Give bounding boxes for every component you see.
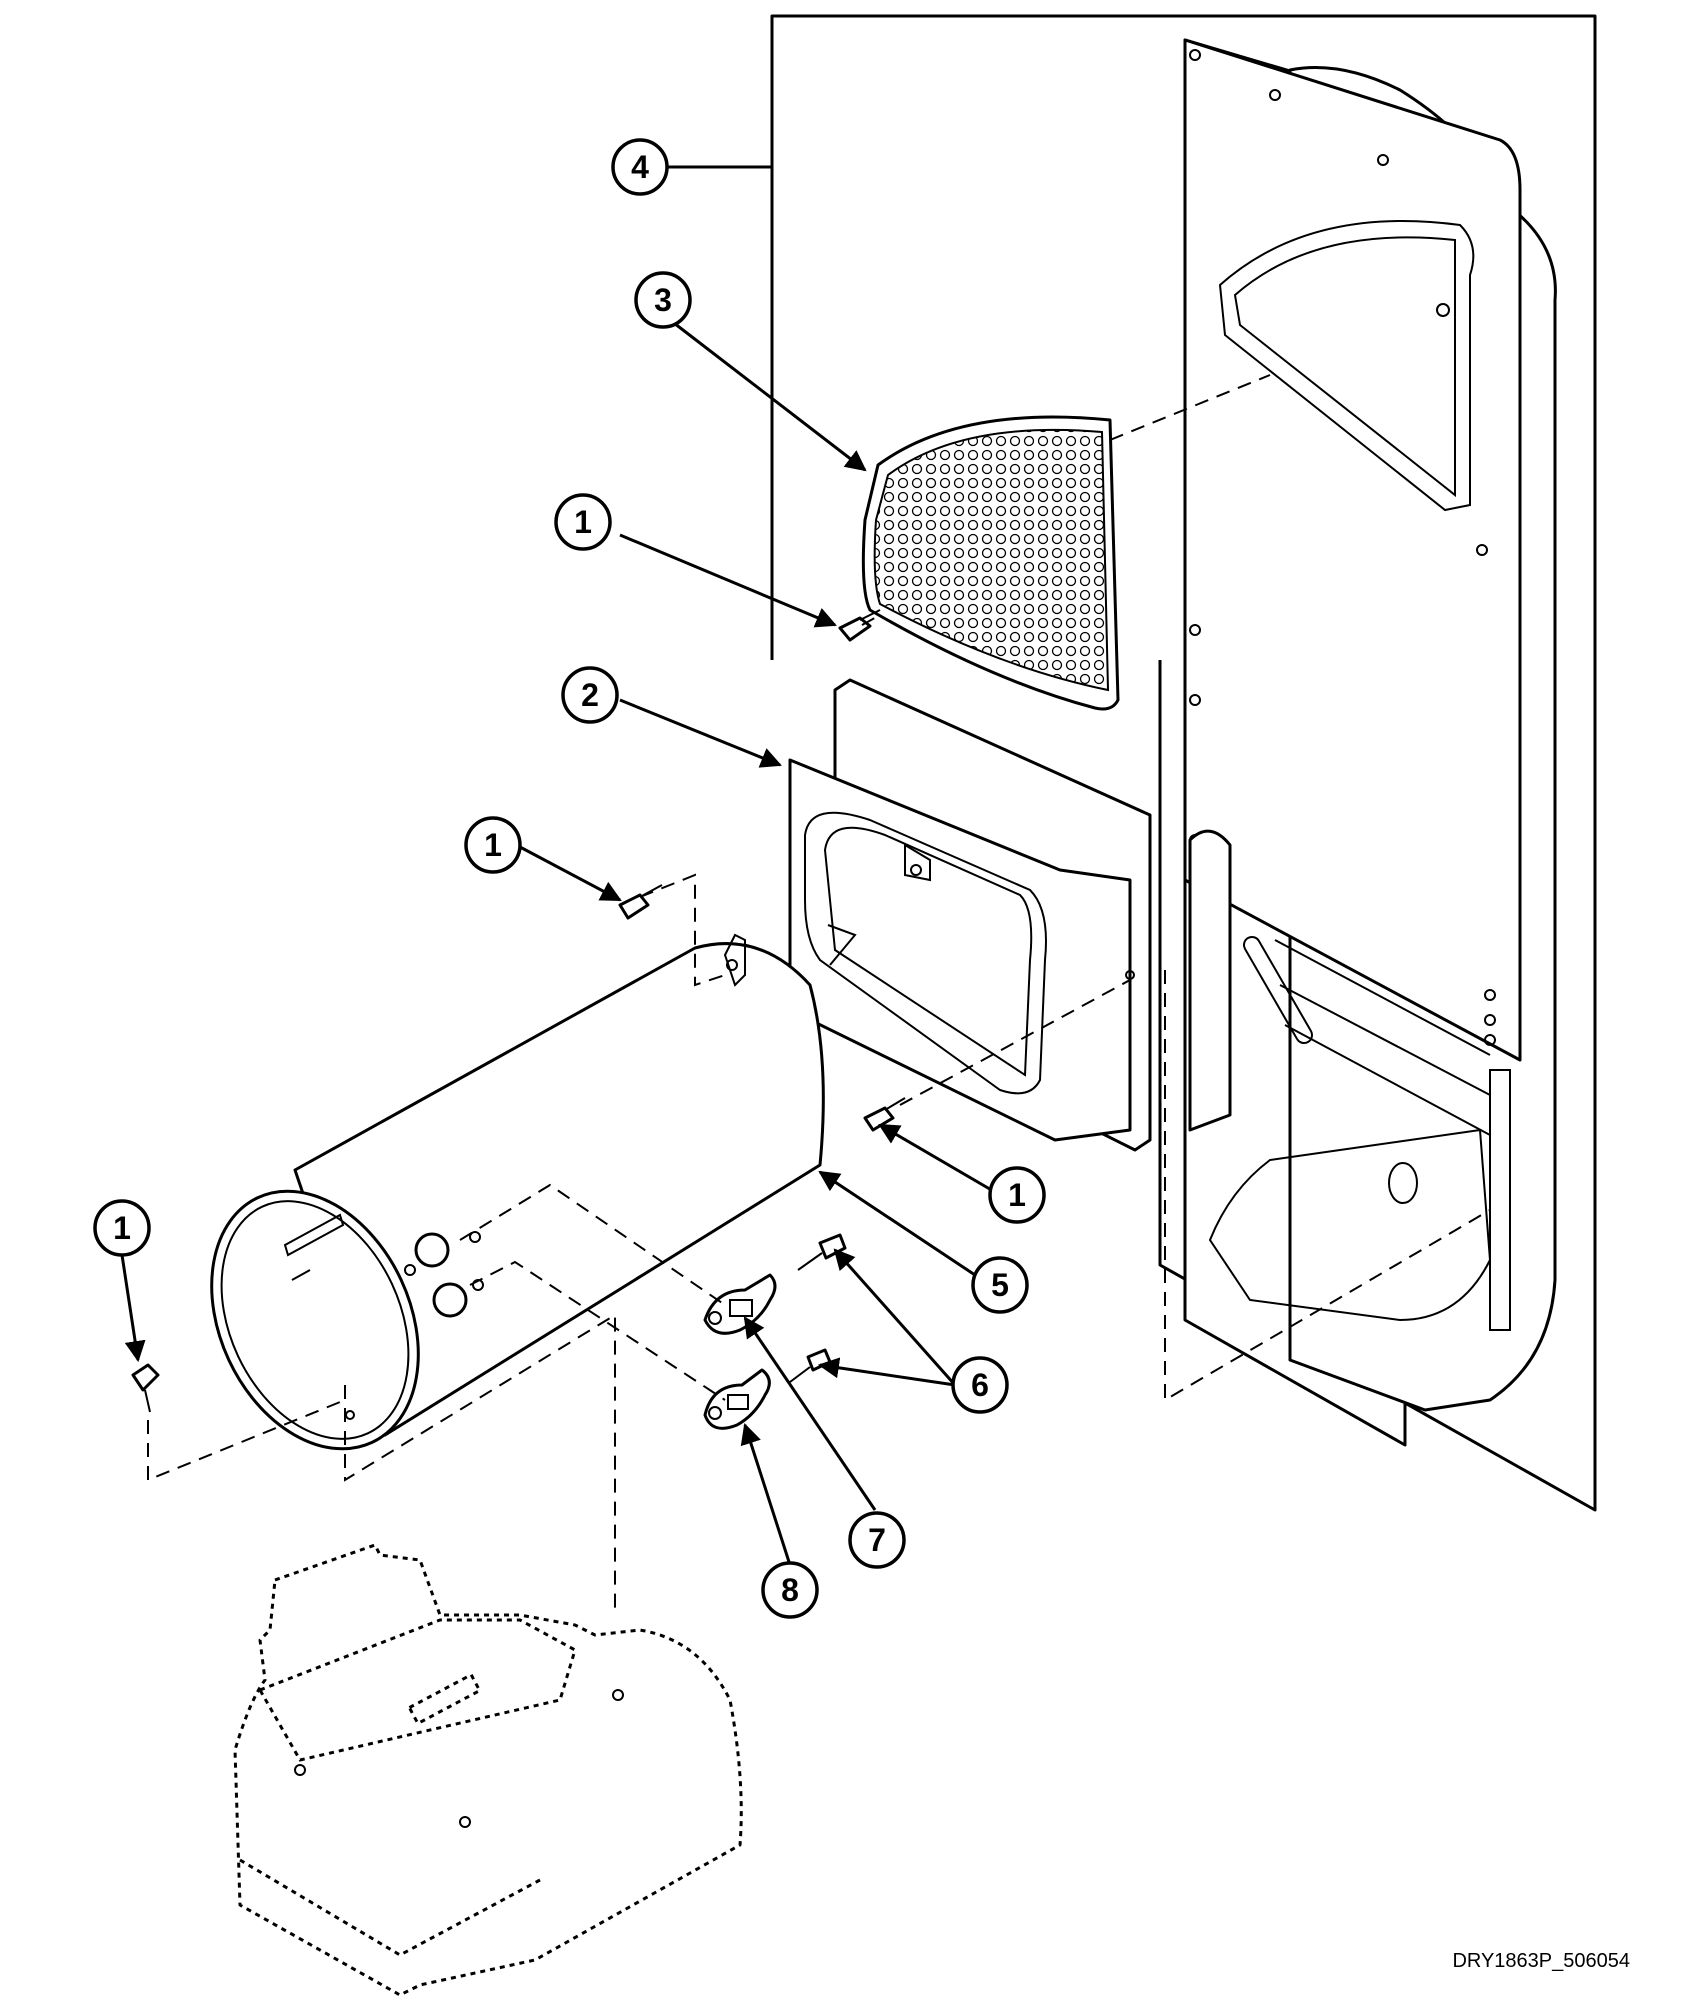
burner-housing-reference (233, 1543, 743, 1997)
duct-adapter (788, 678, 1152, 1152)
callout-1-heater-screw: 1 (93, 1199, 151, 1257)
svg-text:7: 7 (868, 1522, 886, 1558)
svg-text:1: 1 (1008, 1177, 1026, 1213)
callout-8-thermostat: 8 (761, 1561, 819, 1619)
callout-5-heater-duct: 5 (971, 1256, 1029, 1314)
svg-text:1: 1 (484, 827, 502, 863)
callout-3-grill: 3 (634, 271, 692, 329)
rear-panel (1183, 38, 1557, 1447)
svg-text:1: 1 (574, 504, 592, 540)
thermostat-cycling (703, 1368, 771, 1430)
screw-duct-lower (863, 1097, 906, 1132)
leader-lines (120, 165, 1001, 1566)
heater-duct (210, 933, 825, 1451)
callout-4-rear-panel: 4 (611, 138, 669, 196)
svg-text:4: 4 (631, 149, 649, 185)
svg-text:5: 5 (991, 1267, 1009, 1303)
screw-thermostat-upper (797, 1233, 847, 1271)
callout-1-grill-screw: 1 (554, 493, 612, 551)
assembly-lines (147, 374, 1491, 1610)
svg-text:2: 2 (581, 677, 599, 713)
drawing-code: DRY1863P_506054 (1452, 1950, 1630, 1972)
svg-text:8: 8 (781, 1572, 799, 1608)
callout-7-thermostat: 7 (848, 1511, 906, 1569)
svg-text:1: 1 (113, 1210, 131, 1246)
svg-text:6: 6 (971, 1367, 989, 1403)
callout-6-screws: 6 (951, 1356, 1009, 1414)
callout-1-duct-screw: 1 (464, 816, 522, 874)
svg-text:3: 3 (654, 282, 672, 318)
thermostat-high-limit (703, 1273, 777, 1335)
callout-2-duct-adapter: 2 (561, 666, 619, 724)
callout-1-adapter-screw: 1 (988, 1166, 1046, 1224)
screw-duct-upper (618, 884, 663, 920)
screw-heater-mount (131, 1363, 160, 1413)
screw-upper-grill (838, 609, 881, 642)
exhaust-grill (861, 415, 1120, 711)
